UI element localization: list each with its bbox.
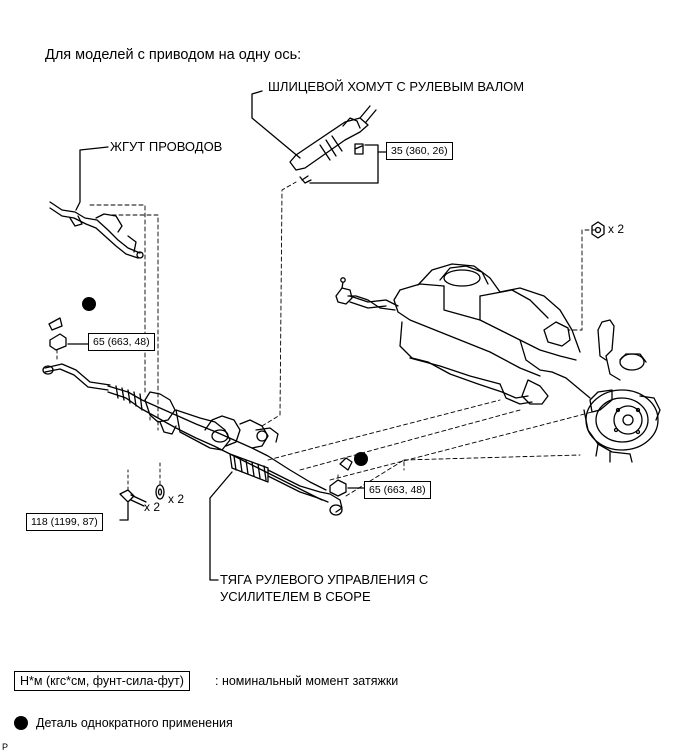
torque-tie-rod-left: 65 (663, 48)	[88, 333, 155, 351]
legend-torque-text: : номинальный момент затяжки	[215, 674, 399, 688]
legend-non-reusable-icon	[14, 716, 28, 730]
spline-clamp-label: ШЛИЦЕВОЙ ХОМУТ С РУЛЕВЫМ ВАЛОМ	[268, 79, 525, 94]
washer-qty: x 2	[168, 492, 185, 506]
non-reusable-marker-right	[354, 452, 368, 466]
rack-label-line1: ТЯГА РУЛЕВОГО УПРАВЛЕНИЯ С	[220, 572, 429, 587]
wire-harness	[49, 146, 144, 259]
non-reusable-marker-left	[82, 297, 96, 311]
torque-spline: 35 (360, 26)	[386, 142, 453, 160]
legend-torque-box: Н*м (кгс*см, фунт-сила-фут)	[14, 671, 190, 691]
mount-bolt	[119, 489, 147, 507]
figure-code: P	[2, 742, 9, 752]
bolt-qty: x 2	[144, 500, 161, 514]
torque-mount-bolt: 118 (1199, 87)	[26, 513, 103, 531]
left-tie-rod-end	[42, 317, 111, 391]
front-crossmember	[335, 263, 647, 405]
front-hub-brake	[583, 389, 661, 463]
torque-tie-rod-right: 65 (663, 48)	[364, 481, 431, 499]
legend-non-reusable-text: Деталь однократного применения	[36, 716, 233, 730]
steering-rack	[107, 385, 343, 516]
rack-label-line2: УСИЛИТЕЛЕМ В СБОРЕ	[220, 589, 371, 604]
mount-washer	[155, 484, 165, 500]
wire-harness-label: ЖГУТ ПРОВОДОВ	[110, 139, 223, 154]
page-title: Для моделей с приводом на одну ось:	[45, 47, 302, 63]
top-nut-qty: x 2	[608, 222, 625, 236]
steering-intermediate-shaft	[251, 90, 377, 184]
right-tie-rod-nut	[329, 457, 353, 497]
